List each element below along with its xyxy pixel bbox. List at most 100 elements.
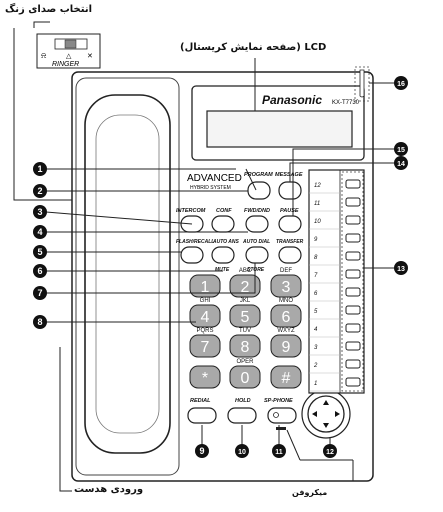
sp-phone-label: SP-PHONE [264, 398, 293, 404]
callout-number-1: 1 [37, 164, 42, 174]
system-title: ADVANCED [187, 173, 242, 184]
callout-circle-2 [33, 184, 47, 198]
arrow-down-icon[interactable] [323, 423, 329, 428]
intercom-label: INTERCOM [176, 208, 206, 214]
line-key-button-8[interactable] [345, 251, 361, 261]
lcd-annotation: LCD (صفحه نمایش کریستال) [180, 42, 327, 53]
callout-number-12: 12 [326, 449, 334, 456]
line-key-button-9[interactable] [345, 233, 361, 243]
line-key-number: 12 [314, 183, 321, 189]
dialpad-key-6[interactable] [270, 304, 302, 328]
auto-dial-label: AUTO DIAL [242, 239, 270, 245]
dialpad-key-9[interactable] [270, 334, 302, 358]
dialpad-letters-6: MNO [279, 298, 293, 304]
dialpad-key-8[interactable] [229, 334, 261, 358]
callout-circle-5 [33, 245, 47, 259]
message-label: MESSAGE [275, 172, 303, 178]
bell-off-icon: ✕ [87, 52, 93, 60]
ringer-led [359, 69, 365, 98]
dialpad-letters-5: JKL [240, 298, 251, 304]
callout-circle-7 [33, 286, 47, 300]
callout-number-7: 7 [37, 288, 42, 298]
pause-label: PAUSE [280, 208, 299, 214]
auto-dial-store-button[interactable] [245, 246, 269, 264]
dialpad-letters-3: DEF [280, 268, 292, 274]
dialpad-key-4[interactable] [189, 304, 221, 328]
callout-circle-4 [33, 225, 47, 239]
auto-ans-label: AUTO ANS [212, 239, 240, 245]
dialpad-key-0[interactable] [229, 365, 261, 389]
callout-circle-12 [323, 444, 337, 458]
callout-number-9: 9 [199, 446, 204, 456]
line-key-number: 7 [314, 273, 318, 279]
line-key-button-2[interactable] [345, 359, 361, 369]
callout-circle-14 [394, 156, 408, 170]
flash-recall-button[interactable] [180, 246, 204, 264]
line-key-button-3[interactable] [345, 341, 361, 351]
microphone-hole [276, 427, 286, 430]
line-key-button-12[interactable] [345, 179, 361, 189]
navigator-key[interactable] [307, 395, 345, 433]
pause-button[interactable] [278, 215, 302, 233]
callout-number-8: 8 [37, 317, 42, 327]
ringer-switch-knob[interactable] [64, 39, 77, 49]
callout-number-10: 10 [238, 449, 246, 456]
dialpad-key-hash[interactable] [270, 365, 302, 389]
auto-ans-mute-button[interactable] [211, 246, 235, 264]
system-subtitle: HYBRID SYSTEM [190, 185, 231, 191]
dialpad-letters-8: TUV [239, 328, 251, 334]
line-key-number: 10 [314, 219, 321, 225]
dialpad-key-2[interactable] [229, 274, 261, 298]
line-key-button-7[interactable] [345, 269, 361, 279]
dialpad-digit-star: * [202, 370, 208, 387]
line-key-button-5[interactable] [345, 305, 361, 315]
sp-phone-button[interactable] [267, 407, 297, 424]
arrow-left-icon[interactable] [312, 411, 317, 417]
hold-button[interactable] [227, 407, 257, 424]
transfer-label: TRANSFER [276, 239, 304, 245]
line-key-number: 8 [314, 255, 318, 261]
callout-circle-1 [33, 162, 47, 176]
line-key-number: 11 [314, 201, 320, 207]
dialpad-key-3[interactable] [270, 274, 302, 298]
dialpad-key-star[interactable] [189, 365, 221, 389]
callout-circle-13 [394, 261, 408, 275]
conf-label: CONF [216, 208, 232, 214]
program-button[interactable] [247, 181, 271, 200]
callout-number-13: 13 [397, 266, 405, 273]
handset[interactable] [84, 94, 171, 454]
line-key-number: 3 [314, 345, 318, 351]
transfer-button[interactable] [278, 246, 302, 264]
conf-button[interactable] [211, 215, 235, 233]
dialpad-key-7[interactable] [189, 334, 221, 358]
fwd-dnd-button[interactable] [245, 215, 269, 233]
model-number: KX-T7730 [332, 100, 360, 106]
handset-inner-edge [95, 114, 160, 434]
program-label: PROGRAM [244, 172, 273, 178]
line-key-button-10[interactable] [345, 215, 361, 225]
line-key-button-4[interactable] [345, 323, 361, 333]
arrow-up-icon[interactable] [323, 400, 329, 405]
message-button[interactable] [278, 181, 302, 200]
line-key-button-11[interactable] [345, 197, 361, 207]
dialpad-letters-4: GHI [200, 298, 211, 304]
dialpad-key-5[interactable] [229, 304, 261, 328]
line-keys-panel [308, 169, 365, 394]
dialpad-digit-0: 0 [241, 370, 250, 387]
callout-circle-15 [394, 142, 408, 156]
arrow-right-icon[interactable] [335, 411, 340, 417]
dialpad-digit-2: 2 [241, 279, 250, 296]
ringer-switch-label: RINGER [52, 61, 79, 68]
dialpad-letters-7: PQRS [196, 328, 213, 334]
dialpad-key-1[interactable] [189, 274, 221, 298]
callout-circle-16 [394, 76, 408, 90]
callout-number-2: 2 [37, 186, 42, 196]
line-key-button-1[interactable] [345, 377, 361, 387]
redial-button[interactable] [187, 407, 217, 424]
line-key-button-6[interactable] [345, 287, 361, 297]
ringer-switch-illustration: ⍾ △ ✕ RINGER [36, 33, 101, 69]
dialpad-letters-0: OPER [236, 359, 254, 365]
